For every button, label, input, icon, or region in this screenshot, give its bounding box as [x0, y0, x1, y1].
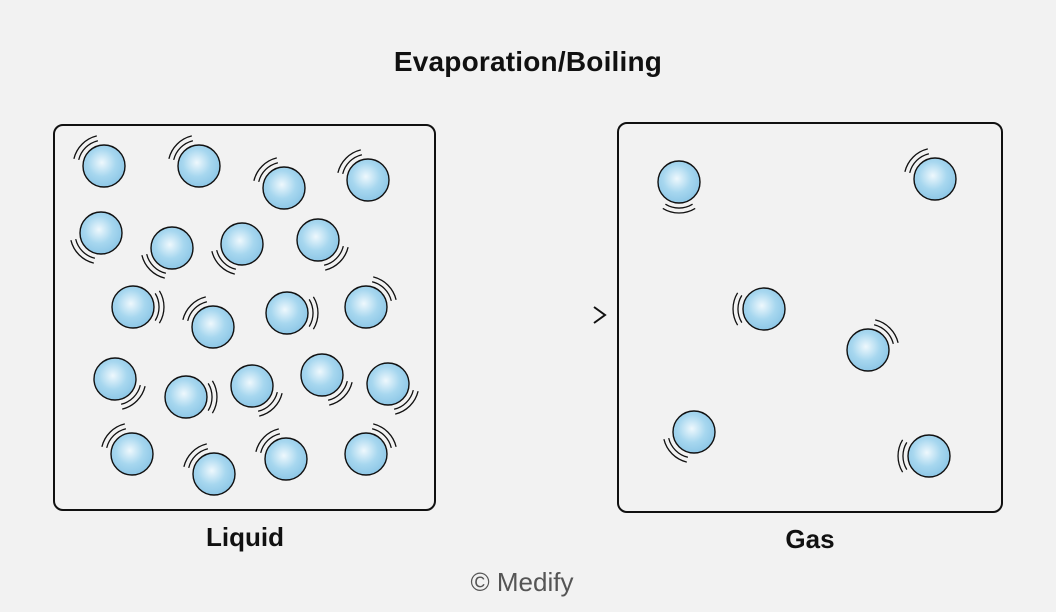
vibration-arcs-icon	[141, 253, 167, 279]
liquid-container	[53, 124, 436, 511]
vibration-arcs-icon	[904, 148, 930, 174]
vibration-arcs-icon	[183, 443, 209, 469]
molecule-icon	[897, 434, 951, 478]
molecule-icon	[111, 285, 165, 329]
vibration-arcs-icon	[70, 238, 96, 264]
vibration-arcs-icon	[323, 245, 349, 271]
molecule-icon	[265, 291, 319, 335]
liquid-particles	[70, 135, 419, 496]
vibration-arcs-icon	[120, 384, 146, 410]
molecule-icon	[73, 135, 126, 188]
molecule-icon	[344, 276, 397, 329]
gas-container	[617, 122, 1003, 513]
molecule-icon	[230, 364, 283, 417]
molecule-icon	[663, 410, 716, 463]
molecule-icon	[101, 423, 154, 476]
molecule-icon	[253, 157, 306, 210]
molecule-icon	[904, 148, 957, 201]
vibration-arcs-icon	[257, 391, 283, 417]
molecule-icon	[344, 423, 397, 476]
molecule-icon	[93, 357, 146, 410]
molecule-icon	[182, 296, 235, 349]
molecule-icon	[211, 222, 264, 275]
vibration-arcs-icon	[154, 290, 165, 324]
vibration-arcs-icon	[211, 249, 237, 275]
vibration-arcs-icon	[663, 437, 689, 463]
molecule-icon	[164, 375, 218, 419]
molecule-icon	[366, 362, 419, 415]
molecule-icon	[657, 160, 701, 214]
gas-particles	[657, 148, 957, 478]
vibration-arcs-icon	[873, 319, 899, 345]
vibration-arcs-icon	[371, 276, 397, 302]
molecule-icon	[846, 319, 899, 372]
vibration-arcs-icon	[337, 149, 363, 175]
vibration-arcs-icon	[168, 135, 194, 161]
vibration-arcs-icon	[732, 292, 743, 326]
arrow-right-icon	[447, 306, 607, 324]
vibration-arcs-icon	[255, 428, 281, 454]
molecule-icon	[300, 353, 353, 406]
molecule-icon	[168, 135, 221, 188]
molecule-icon	[296, 218, 349, 271]
molecule-icon	[732, 287, 786, 331]
vibration-arcs-icon	[253, 157, 279, 183]
gas-label: Gas	[785, 524, 835, 554]
vibration-arcs-icon	[73, 135, 99, 161]
vibration-arcs-icon	[662, 203, 696, 214]
diagram-title: Evaporation/Boiling	[393, 46, 663, 77]
vibration-arcs-icon	[308, 296, 319, 330]
copyright-credit: © Medify	[470, 567, 574, 597]
liquid-label: Liquid	[206, 522, 284, 552]
molecule-icon	[70, 211, 123, 264]
molecule-icon	[337, 149, 390, 202]
vibration-arcs-icon	[207, 380, 218, 414]
vibration-arcs-icon	[371, 423, 397, 449]
molecule-icon	[141, 226, 194, 279]
molecule-icon	[255, 428, 308, 481]
vibration-arcs-icon	[101, 423, 127, 449]
vibration-arcs-icon	[393, 389, 419, 415]
vibration-arcs-icon	[897, 439, 908, 473]
vibration-arcs-icon	[327, 380, 353, 406]
vibration-arcs-icon	[182, 296, 208, 322]
molecule-icon	[183, 443, 236, 496]
